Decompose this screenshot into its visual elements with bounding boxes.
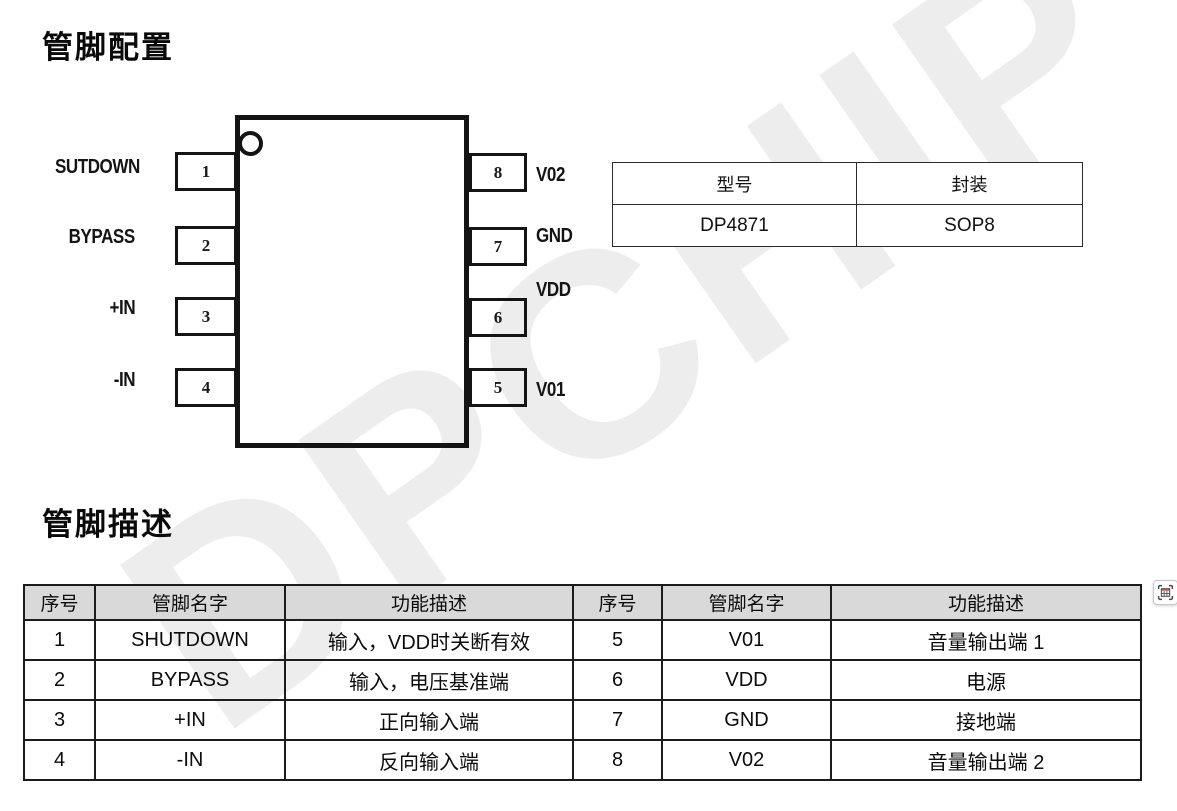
pin-number: 3 bbox=[201, 306, 211, 326]
table-header-row: 序号 管脚名字 功能描述 序号 管脚名字 功能描述 bbox=[23, 584, 1142, 621]
pin-box-8: 8 bbox=[469, 153, 527, 192]
pin-number: 4 bbox=[201, 377, 211, 397]
pin-number: 8 bbox=[493, 162, 503, 182]
pin-box-4: 4 bbox=[175, 368, 237, 407]
column-header: 序号 bbox=[23, 584, 96, 621]
table-cell: 8 bbox=[572, 739, 663, 781]
column-header: 功能描述 bbox=[284, 584, 574, 621]
table-cell: -IN bbox=[94, 739, 286, 781]
pin-label-sutdown: SUTDOWN bbox=[54, 156, 140, 178]
table-cell: 反向输入端 bbox=[284, 739, 574, 781]
table-cell: 电源 bbox=[830, 659, 1142, 701]
pin-number: 7 bbox=[493, 236, 503, 256]
pin-label-plus-in: +IN bbox=[109, 297, 135, 319]
table-row: 3 +IN 正向输入端 7 GND 接地端 bbox=[23, 699, 1142, 741]
table-cell: 7 bbox=[572, 699, 663, 741]
pin-label-v01: V01 bbox=[536, 379, 565, 401]
table-cell: 输入，电压基准端 bbox=[284, 659, 574, 701]
package-value: SOP8 bbox=[856, 204, 1083, 247]
column-header: 管脚名字 bbox=[661, 584, 832, 621]
table-cell: SHUTDOWN bbox=[94, 619, 286, 661]
table-cell: 6 bbox=[572, 659, 663, 701]
table-cell: 1 bbox=[23, 619, 96, 661]
pin-label-vdd: VDD bbox=[536, 279, 571, 301]
chip-body bbox=[235, 115, 469, 448]
model-value: DP4871 bbox=[612, 204, 857, 247]
table-cell: 正向输入端 bbox=[284, 699, 574, 741]
column-header: 功能描述 bbox=[830, 584, 1142, 621]
table-cell: BYPASS bbox=[94, 659, 286, 701]
table-cell: 接地端 bbox=[830, 699, 1142, 741]
table-capture-icon bbox=[1157, 584, 1174, 601]
pin-desc-heading: 管脚描述 bbox=[42, 507, 174, 542]
table-row: 4 -IN 反向输入端 8 V02 音量输出端 2 bbox=[23, 739, 1142, 781]
table-cell: 3 bbox=[23, 699, 96, 741]
table-cell: V02 bbox=[661, 739, 832, 781]
pin-label-bypass: BYPASS bbox=[68, 226, 136, 248]
table-cell: 5 bbox=[572, 619, 663, 661]
column-header: 管脚名字 bbox=[94, 584, 286, 621]
pin-number: 6 bbox=[493, 307, 503, 327]
table-capture-button[interactable] bbox=[1153, 580, 1177, 605]
table-cell: VDD bbox=[661, 659, 832, 701]
table-row: 1 SHUTDOWN 输入，VDD时关断有效 5 V01 音量输出端 1 bbox=[23, 619, 1142, 661]
table-cell: GND bbox=[661, 699, 832, 741]
pin-box-2: 2 bbox=[175, 226, 237, 265]
column-header-package: 封装 bbox=[856, 162, 1083, 205]
table-cell: V01 bbox=[661, 619, 832, 661]
table-cell: 2 bbox=[23, 659, 96, 701]
pin-box-1: 1 bbox=[175, 152, 237, 191]
pin-label-v02: V02 bbox=[536, 164, 565, 186]
table-cell: 音量输出端 2 bbox=[830, 739, 1142, 781]
pin-description-table: 序号 管脚名字 功能描述 序号 管脚名字 功能描述 1 SHUTDOWN 输入，… bbox=[23, 584, 1142, 781]
column-header-model: 型号 bbox=[612, 162, 857, 205]
table-cell: 音量输出端 1 bbox=[830, 619, 1142, 661]
model-package-table: 型号 封装 DP4871 SOP8 bbox=[612, 162, 1083, 247]
pin-box-5: 5 bbox=[469, 368, 527, 407]
pin-number: 2 bbox=[201, 235, 211, 255]
pin-box-7: 7 bbox=[469, 227, 527, 266]
table-cell: +IN bbox=[94, 699, 286, 741]
pin-box-6: 6 bbox=[469, 298, 527, 337]
table-row: 2 BYPASS 输入，电压基准端 6 VDD 电源 bbox=[23, 659, 1142, 701]
table-cell: 输入，VDD时关断有效 bbox=[284, 619, 574, 661]
table-cell: 4 bbox=[23, 739, 96, 781]
column-header: 序号 bbox=[572, 584, 663, 621]
pin1-indicator-icon bbox=[238, 131, 263, 156]
pin-box-3: 3 bbox=[175, 297, 237, 336]
pin-config-heading: 管脚配置 bbox=[42, 30, 174, 65]
pin-label-minus-in: -IN bbox=[113, 369, 136, 391]
pin-number: 1 bbox=[201, 161, 211, 181]
pin-label-gnd: GND bbox=[536, 225, 573, 247]
pin-number: 5 bbox=[493, 377, 503, 397]
